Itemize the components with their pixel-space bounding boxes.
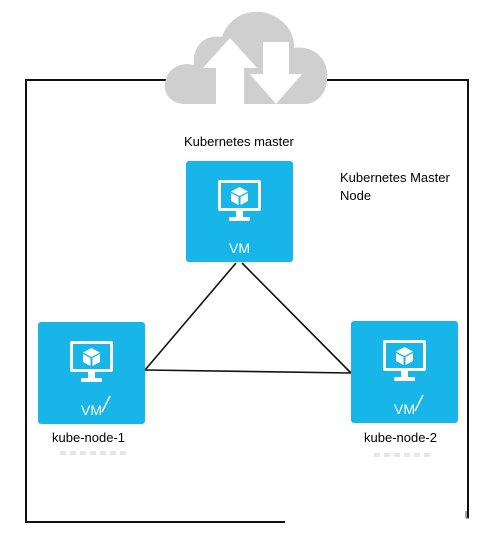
faded-text-node2 [374, 453, 434, 457]
vm-kube-node-2[interactable]: VM [351, 321, 458, 423]
edge-master-node2 [241, 262, 352, 374]
edge-master-node1 [144, 262, 237, 371]
master-note: Kubernetes Master Node [340, 170, 450, 203]
vm-kube-node-1[interactable]: VM [38, 322, 145, 424]
node-label-kube-node-2: kube-node-2 [364, 430, 437, 445]
cursor-mark-icon [465, 511, 469, 519]
monitor-cube-icon [383, 340, 426, 381]
resize-tick-icon [101, 395, 111, 413]
frame-gap [285, 518, 485, 528]
vm-label: VM [394, 401, 415, 417]
monitor-cube-icon [218, 180, 261, 221]
vm-label: VM [229, 240, 250, 256]
resize-tick-icon [414, 394, 424, 412]
node-label-kube-node-1: kube-node-1 [52, 430, 125, 445]
edge-node1-node2 [144, 369, 352, 374]
master-title: Kubernetes master [184, 134, 294, 149]
vm-master[interactable]: VM [186, 161, 293, 262]
vm-label: VM [81, 402, 102, 418]
monitor-cube-icon [70, 341, 113, 382]
faded-text-node1 [60, 451, 130, 455]
cloud-upload-download-icon [164, 11, 328, 104]
